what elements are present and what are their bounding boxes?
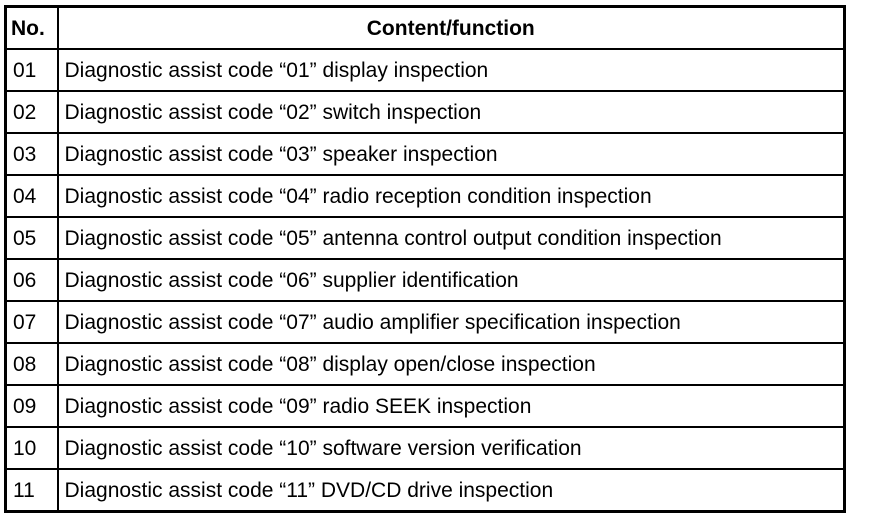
row-number: 02 (4, 90, 59, 134)
row-content: Diagnostic assist code “04” radio recept… (56, 174, 846, 218)
table-row: 08 Diagnostic assist code “08” display o… (4, 342, 846, 386)
table-row: 01 Diagnostic assist code “01” display i… (4, 48, 846, 92)
row-number: 04 (4, 174, 59, 218)
row-content: Diagnostic assist code “03” speaker insp… (56, 132, 846, 176)
table-row: 04 Diagnostic assist code “04” radio rec… (4, 174, 846, 218)
row-content: Diagnostic assist code “05” antenna cont… (56, 216, 846, 260)
row-number: 10 (4, 426, 59, 470)
diagnostic-code-table-container: No. Content/function 01 Diagnostic assis… (4, 5, 846, 513)
table-row: 07 Diagnostic assist code “07” audio amp… (4, 300, 846, 344)
table-row: 02 Diagnostic assist code “02” switch in… (4, 90, 846, 134)
row-number: 06 (4, 258, 59, 302)
table-row: 09 Diagnostic assist code “09” radio SEE… (4, 384, 846, 428)
table-row: 05 Diagnostic assist code “05” antenna c… (4, 216, 846, 260)
table-header-row: No. Content/function (4, 5, 846, 50)
table-row: 11 Diagnostic assist code “11” DVD/CD dr… (4, 468, 846, 513)
row-number: 11 (4, 468, 59, 513)
row-number: 01 (4, 48, 59, 92)
diagnostic-code-table: No. Content/function 01 Diagnostic assis… (4, 5, 846, 513)
row-number: 07 (4, 300, 59, 344)
header-content-function: Content/function (56, 5, 846, 50)
row-content: Diagnostic assist code “01” display insp… (56, 48, 846, 92)
table-row: 10 Diagnostic assist code “10” software … (4, 426, 846, 470)
row-content: Diagnostic assist code “07” audio amplif… (56, 300, 846, 344)
row-content: Diagnostic assist code “08” display open… (56, 342, 846, 386)
row-number: 08 (4, 342, 59, 386)
row-content: Diagnostic assist code “11” DVD/CD drive… (56, 468, 846, 513)
table-row: 03 Diagnostic assist code “03” speaker i… (4, 132, 846, 176)
row-content: Diagnostic assist code “06” supplier ide… (56, 258, 846, 302)
row-number: 03 (4, 132, 59, 176)
row-content: Diagnostic assist code “09” radio SEEK i… (56, 384, 846, 428)
row-content: Diagnostic assist code “10” software ver… (56, 426, 846, 470)
row-number: 09 (4, 384, 59, 428)
table-row: 06 Diagnostic assist code “06” supplier … (4, 258, 846, 302)
row-content: Diagnostic assist code “02” switch inspe… (56, 90, 846, 134)
row-number: 05 (4, 216, 59, 260)
header-no: No. (4, 5, 59, 50)
